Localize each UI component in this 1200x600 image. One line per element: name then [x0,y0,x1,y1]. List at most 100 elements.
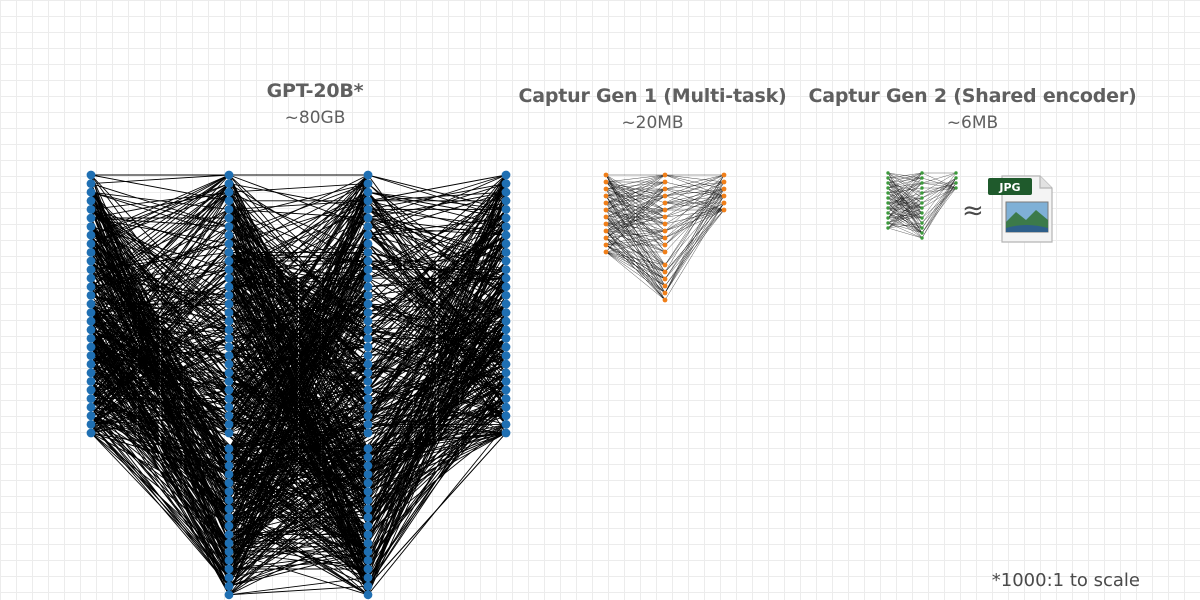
gpt-20b-network-node [224,334,234,343]
captur-gen2-title: Captur Gen 2 (Shared encoder) [808,85,1137,107]
gpt-20b-network-node [86,385,96,395]
captur-gen1-network-node [603,235,609,241]
gpt-20b-network-node [363,461,373,471]
captur-gen1-network-node [662,172,668,178]
captur-gen2-network-node [886,206,890,210]
scale-footnote: *1000:1 to scale [991,570,1140,591]
captur-gen2-network-edges [887,172,957,239]
gpt-20b-network-node [501,325,511,335]
gpt-20b-network-node [363,222,373,232]
gpt-20b-network-node [363,513,373,522]
gpt-20b-network-node [501,402,511,412]
captur-gen2-network-node [920,236,924,240]
captur-gen2-network [886,171,958,240]
gpt-20b-network-node [224,530,234,539]
gpt-20b-network-node [224,590,234,600]
gpt-20b-network [86,170,511,600]
gpt-20b-network-node [224,205,234,214]
captur-gen1-network-node [662,235,668,241]
gpt-20b-network-node [86,248,96,257]
gpt-20b-network-node [501,368,511,378]
captur-gen2-network-node [886,191,890,195]
gpt-20b-network-node [363,325,373,335]
gpt-20b-network-node [224,170,234,180]
gpt-20b-network-node [501,248,511,257]
captur-gen2-network-node [886,221,890,225]
gpt-20b-network-node [501,308,511,317]
approx-equal-symbol: ≈ [962,196,984,226]
gpt-20b-network-node [224,273,234,283]
gpt-20b-network-node [224,420,234,429]
gpt-20b-network-node [501,394,511,403]
gpt-20b-network-node [501,342,511,352]
gpt-20b-network-node [86,187,96,197]
gpt-20b-network-node [224,291,234,300]
captur-gen1-network-node [662,179,668,185]
gpt-20b-network-node [363,420,373,429]
captur-gen1-label: Captur Gen 1 (Multi-task) ~20MB [500,85,805,133]
gpt-20b-network-node [224,487,234,496]
gpt-20b-network-node [224,581,234,591]
captur-gen1-network-node [721,207,727,213]
captur-gen1-network-node [662,186,668,192]
gpt-20b-network-node [224,547,234,557]
gpt-20b-network-node [224,316,234,326]
gpt-20b-network-node [363,170,373,180]
gpt-20b-network-node [501,420,511,429]
gpt-20b-network-node [363,368,373,378]
gpt-20b-network-node [501,299,511,309]
gpt-20b-network-node [501,187,511,197]
gpt-20b-network-edges [90,174,507,596]
captur-gen1-network-node [603,172,609,178]
captur-gen2-label: Captur Gen 2 (Shared encoder) ~6MB [800,85,1145,133]
gpt-20b-network-node [363,573,373,582]
captur-gen2-network-node [886,181,890,185]
gpt-20b-network-node [224,179,234,189]
gpt-20b-network-node [224,308,234,317]
gpt-20b-size: ~80GB [284,108,346,128]
gpt-20b-network-node [224,564,234,574]
gpt-20b-network-node [363,428,373,438]
gpt-20b-network-node [86,299,96,309]
gpt-20b-network-node [363,205,373,214]
gpt-20b-network-node [224,452,234,462]
gpt-20b-network-node [363,256,373,266]
captur-gen2-network-node [920,211,924,215]
gpt-20b-network-node [86,308,96,317]
gpt-20b-network-node [363,179,373,189]
gpt-20b-network-node [363,239,373,249]
gpt-20b-network-node [501,273,511,283]
captur-gen1-network-node [662,249,668,255]
gpt-20b-network-node [363,291,373,300]
gpt-20b-network-node [501,239,511,249]
captur-gen2-network-node [886,186,890,190]
gpt-20b-network-node [363,402,373,412]
gpt-20b-network-node [86,316,96,326]
gpt-20b-network-node [224,377,234,386]
gpt-20b-network-node [224,299,234,309]
captur-gen1-network-node [603,186,609,192]
gpt-20b-network-node [501,179,511,189]
gpt-20b-network-node [224,359,234,369]
gpt-20b-network-node [363,504,373,514]
gpt-20b-network-node [86,368,96,378]
gpt-20b-network-node [224,213,234,223]
gpt-20b-network-node [224,394,234,403]
gpt-20b-network-node [501,428,511,438]
gpt-20b-network-node [224,495,234,505]
gpt-20b-network-node [501,334,511,343]
gpt-20b-network-node [363,187,373,197]
captur-gen2-network-node [920,201,924,205]
gpt-20b-network-node [501,291,511,300]
captur-gen2-network-node [886,216,890,220]
gpt-20b-network-node [224,325,234,335]
gpt-20b-network-node [363,265,373,274]
gpt-20b-network-node [363,351,373,360]
captur-gen1-network-node [662,297,668,303]
gpt-20b-network-node [501,222,511,232]
gpt-20b-network-node [86,334,96,343]
captur-gen1-network-nodes [603,172,727,303]
captur-gen2-network-node [920,231,924,235]
gpt-20b-network-node [86,213,96,223]
gpt-20b-network-node [501,351,511,360]
